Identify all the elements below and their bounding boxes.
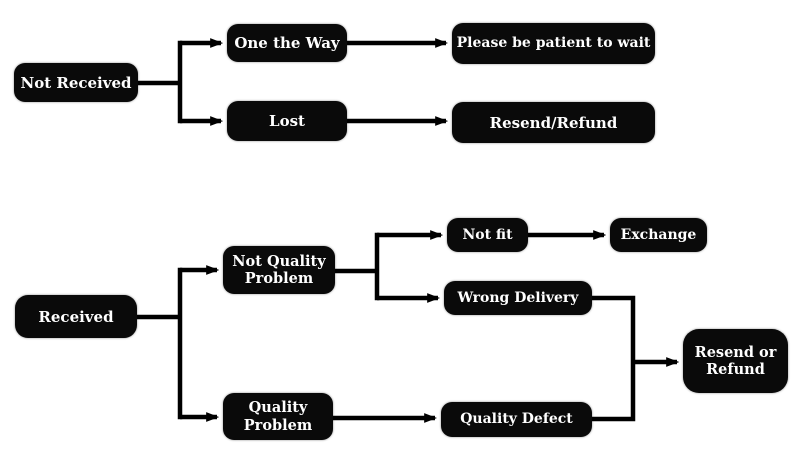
connector-received-junction	[136, 267, 183, 420]
node-wrong-delivery: Wrong Delivery	[444, 281, 592, 315]
node-lost: Lost	[227, 101, 347, 141]
node-one-the-way: One the Way	[227, 24, 347, 62]
node-not-received: Not Received	[14, 63, 138, 102]
node-received: Received	[15, 295, 137, 338]
node-not-fit: Not fit	[447, 218, 528, 252]
node-quality-problem: Quality Problem	[223, 393, 333, 440]
node-resend-or-refund: Resend or Refund	[683, 329, 788, 393]
node-please-be-patient: Please be patient to wait	[452, 23, 655, 64]
connector-merge-bracket	[592, 295, 636, 422]
node-not-quality-problem: Not Quality Problem	[223, 246, 335, 294]
node-quality-defect: Quality Defect	[441, 402, 592, 437]
connector-not-received-junction	[138, 40, 183, 124]
node-exchange: Exchange	[610, 218, 707, 252]
node-resend-slash-refund: Resend/Refund	[452, 102, 655, 143]
connector-not-quality-junction	[335, 232, 380, 301]
